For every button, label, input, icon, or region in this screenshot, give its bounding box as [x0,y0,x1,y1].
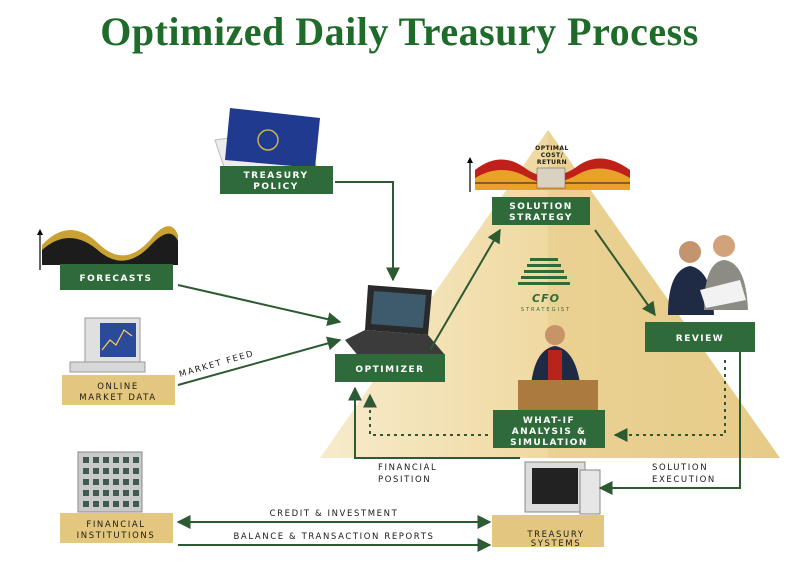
treasury-systems-line1: TREASURY [526,530,584,540]
solution-execution-line1: SOLUTION [652,463,708,473]
balance-reports-label: BALANCE & TRANSACTION REPORTS [234,532,435,542]
optimal-label-1: OPTIMAL [535,145,569,152]
workstation-icon [524,461,601,515]
optimizer-to-strategy-arrow [429,228,501,351]
marketfeed-to-optimizer-arrow [177,336,342,386]
solution-wave-graphic [467,157,630,192]
online-market-data-box [62,375,175,405]
policy-to-optimizer-arrow [335,181,400,282]
dotted-arrows [363,360,726,442]
solution-strategy-line2: STRATEGY [509,213,573,223]
review-to-whatif-dotted-arrow [613,360,726,442]
financial-position-line1: FINANCIAL [378,463,437,473]
forecasts-box [60,264,173,290]
review-to-systems-arrow [598,352,741,495]
online-market-line2: MARKET DATA [79,393,156,403]
treasury-policy-line2: POLICY [253,182,298,192]
treasury-policy-line1: TREASURY [244,171,309,181]
cfo-sub-label: STRATEGIST [521,307,571,313]
credit-investment-label: CREDIT & INVESTMENT [270,509,399,519]
forecast-wave-graphic [37,226,178,270]
cfo-logo-icon [518,258,570,285]
bank-building-icon [77,451,143,513]
arrows [176,181,741,552]
optimizer-box [335,354,445,382]
financial-institutions-line1: FINANCIAL [86,520,145,530]
financial-institutions-box [60,513,173,543]
treasury-policy-box [220,166,333,194]
optimal-label-2: COST/ [541,152,564,159]
page-title: Optimized Daily Treasury Process [100,9,699,54]
optimal-label-3: RETURN [537,159,567,166]
solution-strategy-box [492,197,590,225]
financial-position-line2: POSITION [378,475,431,485]
review-label: REVIEW [676,334,724,344]
cfo-label: CFO [532,292,560,305]
solution-strategy-line1: SOLUTION [509,202,573,212]
optimizer-label: OPTIMIZER [355,365,424,375]
financial-institutions-line2: INSTITUTIONS [77,531,156,541]
review-box [645,322,755,352]
analyst-person-icon [518,325,598,410]
forecasts-label: FORECASTS [79,274,152,284]
building-icon [536,167,566,189]
monitor-icon [69,317,146,373]
solution-execution-line2: EXECUTION [652,475,716,485]
treasury-systems-box [492,515,604,547]
laptop-icon [345,285,445,358]
online-market-line1: ONLINE [97,382,139,392]
review-people-icon [668,235,748,315]
forecasts-to-optimizer-arrow [177,284,342,327]
treasury-systems-line2: SYSTEMS [531,539,581,549]
what-if-line1: WHAT-IF [523,416,575,426]
what-if-line2: ANALYSIS & [512,427,587,437]
what-if-box [493,410,605,448]
systems-to-optimizer-arrow [348,386,520,459]
strategy-to-review-arrow [594,229,656,317]
what-if-line3: SIMULATION [510,438,588,448]
